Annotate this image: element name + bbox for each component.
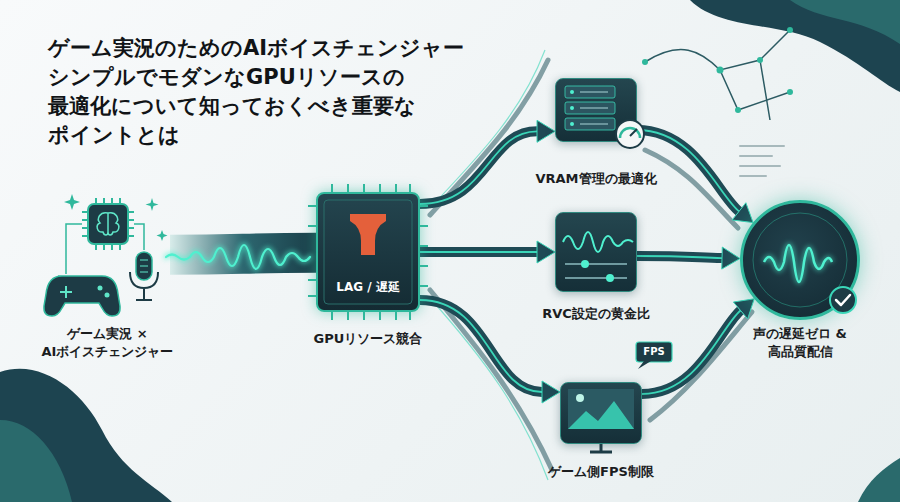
chip-pins bbox=[308, 184, 428, 320]
box-heading: ゲーム側FPS制限 bbox=[516, 463, 686, 481]
microphone-icon bbox=[130, 252, 158, 300]
decor-shape bbox=[720, 70, 790, 110]
flow-arrow bbox=[637, 247, 740, 269]
decor-shape bbox=[787, 27, 793, 33]
signal-tube bbox=[170, 253, 316, 255]
brain-chip-icon bbox=[82, 198, 134, 250]
arrow-body bbox=[637, 256, 722, 258]
swoosh-decor bbox=[430, 50, 548, 480]
process-box: RVC設定の黄金比 bbox=[555, 212, 637, 292]
arrow-body bbox=[420, 300, 542, 392]
arrow-highlight bbox=[637, 130, 739, 211]
decor-shape bbox=[44, 276, 120, 316]
decor-shape bbox=[60, 286, 72, 298]
sparkle bbox=[64, 194, 168, 241]
decor-shape bbox=[642, 59, 648, 65]
gamepad-icon bbox=[44, 276, 120, 316]
arrow-head bbox=[732, 203, 753, 223]
arrow-head bbox=[537, 241, 555, 263]
decor-shape bbox=[140, 260, 148, 272]
network-dots bbox=[642, 27, 793, 113]
decor-shape bbox=[157, 230, 168, 241]
title-box: ゲーム実況のためのAIボイスチェンジャー シンプルでモダンなGPUリソースの 最… bbox=[48, 34, 488, 150]
network-decor bbox=[645, 30, 790, 120]
corner-blob bbox=[0, 369, 172, 502]
sound-wave bbox=[166, 245, 310, 269]
swoosh-decor bbox=[430, 60, 752, 470]
decor-shape bbox=[105, 293, 110, 298]
signal-tube-body bbox=[170, 253, 316, 255]
box-heading: 声の遅延ゼロ & 高品質配信 bbox=[741, 325, 859, 361]
decor-shape bbox=[740, 165, 780, 167]
arrow-highlight bbox=[420, 131, 537, 204]
decor-shape bbox=[740, 155, 772, 157]
arrow-head bbox=[542, 381, 560, 403]
decor-shape bbox=[430, 290, 552, 470]
arrow-head bbox=[537, 120, 555, 142]
decor-shape bbox=[130, 272, 158, 300]
decor-shape bbox=[66, 224, 82, 274]
decor-shape bbox=[420, 206, 428, 286]
decor-shape bbox=[82, 198, 134, 250]
decor-shape bbox=[636, 342, 672, 362]
decor-shape bbox=[64, 194, 80, 210]
process-box: VRAM管理の最適化 bbox=[555, 78, 637, 142]
corner-blob bbox=[0, 420, 72, 502]
arrow-body bbox=[420, 131, 537, 204]
decor-shape bbox=[760, 60, 770, 120]
gpu-chip: LAG / 遅延GPUリソース競合 bbox=[316, 192, 420, 312]
diagram-title: ゲーム実況のためのAIボイスチェンジャー シンプルでモダンなGPUリソースの 最… bbox=[48, 36, 464, 147]
flow-arrow bbox=[420, 300, 560, 403]
decor-shape bbox=[638, 361, 651, 369]
decor-shape bbox=[308, 206, 316, 296]
arrow-body bbox=[420, 247, 537, 257]
decor-shape bbox=[757, 57, 763, 63]
decor-shape bbox=[645, 30, 790, 70]
arrow-highlight bbox=[637, 256, 722, 258]
decor-shape bbox=[735, 107, 741, 113]
decor-shape bbox=[134, 224, 144, 250]
box-heading: ゲーム実況 × AIボイスチェンジャー bbox=[28, 325, 188, 361]
box-text: LAG / 遅延 bbox=[318, 280, 418, 294]
decor-shape bbox=[97, 213, 119, 235]
box-heading: RVC設定の黄金比 bbox=[511, 305, 681, 323]
input-icon-group: ゲーム実況 × AIボイスチェンジャー bbox=[45, 200, 170, 315]
decor-shape bbox=[740, 175, 766, 177]
bubble-label: FPS bbox=[636, 342, 672, 362]
decor-shape bbox=[166, 245, 310, 269]
icon-wire bbox=[66, 224, 144, 274]
list-decor bbox=[740, 146, 784, 176]
result-circle: 声の遅延ゼロ & 高品質配信 bbox=[740, 200, 860, 320]
arrow-head bbox=[722, 247, 740, 269]
decor-shape bbox=[146, 198, 159, 211]
box-heading: VRAM管理の最適化 bbox=[511, 170, 681, 188]
flow-arrow bbox=[420, 241, 555, 263]
decor-shape bbox=[98, 286, 103, 291]
arrow-highlight bbox=[420, 251, 537, 253]
corner-blob bbox=[790, 0, 900, 44]
decor-shape bbox=[332, 184, 410, 192]
corner-blob bbox=[858, 458, 900, 502]
arrow-body bbox=[637, 130, 739, 211]
arrow-highlight bbox=[420, 300, 542, 392]
speech-bubble bbox=[636, 342, 672, 369]
process-box: ゲーム側FPS制限 bbox=[560, 382, 642, 444]
decor-shape bbox=[136, 252, 152, 280]
box-heading: GPUリソース競合 bbox=[293, 330, 443, 348]
decor-shape bbox=[590, 444, 612, 452]
decor-shape bbox=[166, 245, 310, 269]
decor-shape bbox=[88, 204, 128, 244]
decor-shape bbox=[717, 67, 724, 74]
flow-arrow bbox=[420, 120, 555, 204]
decor-shape bbox=[787, 89, 793, 95]
decor-shape bbox=[740, 145, 784, 147]
corner-blob bbox=[690, 0, 900, 92]
decor-shape bbox=[332, 312, 410, 320]
arrow-head bbox=[733, 299, 754, 319]
